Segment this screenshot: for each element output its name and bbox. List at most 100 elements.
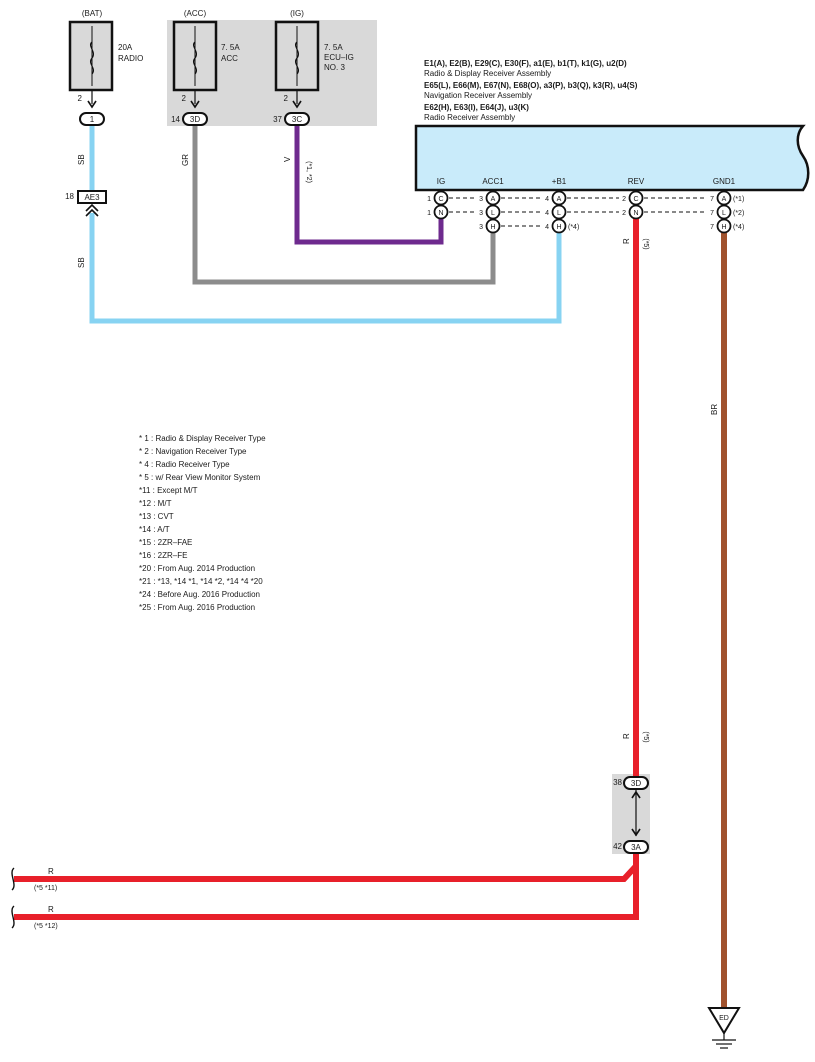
wire-note-r-lower: (*5) [642,731,649,742]
legend-item: *14 : A/T [139,525,170,534]
fuse-ecu-ig: (IG) 7. 5A ECU–IG NO. 3 2 37 3C [273,9,354,126]
fuse-icon [89,41,95,75]
connector-arrow-icon [87,100,97,109]
svg-text:H: H [556,224,561,231]
fuse-icon [294,41,300,75]
wire-label-sb-upper: SB [77,154,86,165]
gnd-note-1: (*1) [733,196,744,203]
legend-item: *15 : 2ZR–FAE [139,538,192,547]
svg-text:L: L [491,210,495,217]
svg-text:N: N [438,210,443,217]
ae3-label: AE3 [84,193,100,202]
ae3-pin: 18 [65,192,74,201]
terminal-ig: IG [437,177,445,186]
r-output-wire-1 [14,853,639,882]
wire-break-icon [11,867,15,891]
svg-text:4: 4 [545,196,549,203]
fuse-ig-connector: 3C [292,115,302,124]
fuse-ig-conn-pin: 37 [273,115,282,124]
svg-text:H: H [490,224,495,231]
chevron-up-icon [85,203,99,217]
wire-note-r-upper: (*5) [642,238,649,249]
svg-text:4: 4 [545,224,549,231]
fuse-acc-label: (ACC) [184,9,207,18]
fuse-bat-connector: 1 [90,115,95,124]
wire-label-gr: GR [181,154,190,166]
fuse-acc-connector: 3D [190,115,200,124]
connector-arrow-icon [292,100,302,109]
fuse-bat-pin: 2 [78,94,83,103]
wire-note-v: (*1, *2) [305,161,312,183]
assembly-title: E1(A), E2(B), E29(C), E30(F), a1(E), b1(… [424,59,638,122]
fuse-ig-pin: 2 [284,94,289,103]
svg-text:A: A [722,196,727,203]
ground-ed: ED [707,1007,741,1049]
svg-text:N: N [633,210,638,217]
svg-text:4: 4 [545,210,549,217]
fuse-acc-pin: 2 [182,94,187,103]
svg-text:7: 7 [710,224,714,231]
fuse-bat-name: RADIO [118,54,143,63]
fuse-ig-label: (IG) [290,9,304,18]
svg-text:L: L [722,210,726,217]
legend-item: *13 : CVT [139,512,174,521]
svg-text:7: 7 [710,210,714,217]
legend-item: * 4 : Radio Receiver Type [139,460,230,469]
svg-text:C: C [633,196,638,203]
connector-arrow-icon [190,100,200,109]
legend-item: *25 : From Aug. 2016 Production [139,603,255,612]
receiver-assembly-box [414,124,810,192]
terminal-acc1: ACC1 [482,177,504,186]
pin-dash-lines [449,197,707,227]
fuse-acc: (ACC) 7. 5A ACC 2 14 3D [171,9,240,126]
junction-connector: 38 3D 42 3A [613,776,649,854]
junction-label-bottom: 3A [631,843,641,852]
svg-text:3: 3 [479,224,483,231]
wire-label-r-lower: R [622,733,631,739]
wire-label-r-out1: R [48,867,54,876]
fuse-ig-rating: 7. 5A [324,43,343,52]
wire-note-r-out2: (*5 *12) [34,923,58,930]
fuse-icon [192,41,198,75]
fuse-radio: (BAT) 20A RADIO 2 1 [68,9,143,126]
gnd-note-2: (*2) [733,210,744,217]
connector-ae3: 18 AE3 [65,190,107,217]
ground-label: ED [719,1015,729,1022]
junction-label-top: 3D [631,779,641,788]
wire-label-r-upper: R [622,238,631,244]
pins [433,190,732,234]
legend-item: * 2 : Navigation Receiver Type [139,447,247,456]
legend-item: *12 : M/T [139,499,172,508]
wire-note-r-out1: (*5 *11) [34,885,57,892]
legend-item: * 1 : Radio & Display Receiver Type [139,434,266,443]
legend-item: *16 : 2ZR–FE [139,551,187,560]
pin-letters: C N A L H A L H C N A L H [438,196,726,231]
assembly-line1: E1(A), E2(B), E29(C), E30(F), a1(E), b1(… [424,59,627,68]
svg-text:2: 2 [622,210,626,217]
fuse-acc-rating: 7. 5A [221,43,240,52]
legend-item: *24 : Before Aug. 2016 Production [139,590,260,599]
svg-text:A: A [491,196,496,203]
svg-text:2: 2 [622,196,626,203]
svg-text:A: A [557,196,562,203]
junction-pin-bottom: 42 [613,842,622,851]
legend-item: * 5 : w/ Rear View Monitor System [139,473,261,482]
svg-text:1: 1 [427,210,431,217]
assembly-line3: E65(L), E66(M), E67(N), E68(O), a3(P), b… [424,81,638,90]
fuse-acc-name: ACC [221,54,238,63]
junction-pin-top: 38 [613,778,622,787]
assembly-line4: Navigation Receiver Assembly [424,91,532,100]
b1-note-4: (*4) [568,224,579,231]
wire-label-br: BR [710,404,719,415]
fuse-ig-name1: ECU–IG [324,53,354,62]
ground-triangle-icon [707,1007,741,1035]
assembly-line6: Radio Receiver Assembly [424,113,515,122]
legend-item: *21 : *13, *14 *1, *14 *2, *14 *4 *20 [139,577,263,586]
terminal-b1: +B1 [552,177,567,186]
svg-text:C: C [438,196,443,203]
wire-label-v: V [283,156,292,162]
fuse-bat-label: (BAT) [82,9,103,18]
terminal-rev: REV [628,177,645,186]
assembly-line2: Radio & Display Receiver Assembly [424,69,551,78]
